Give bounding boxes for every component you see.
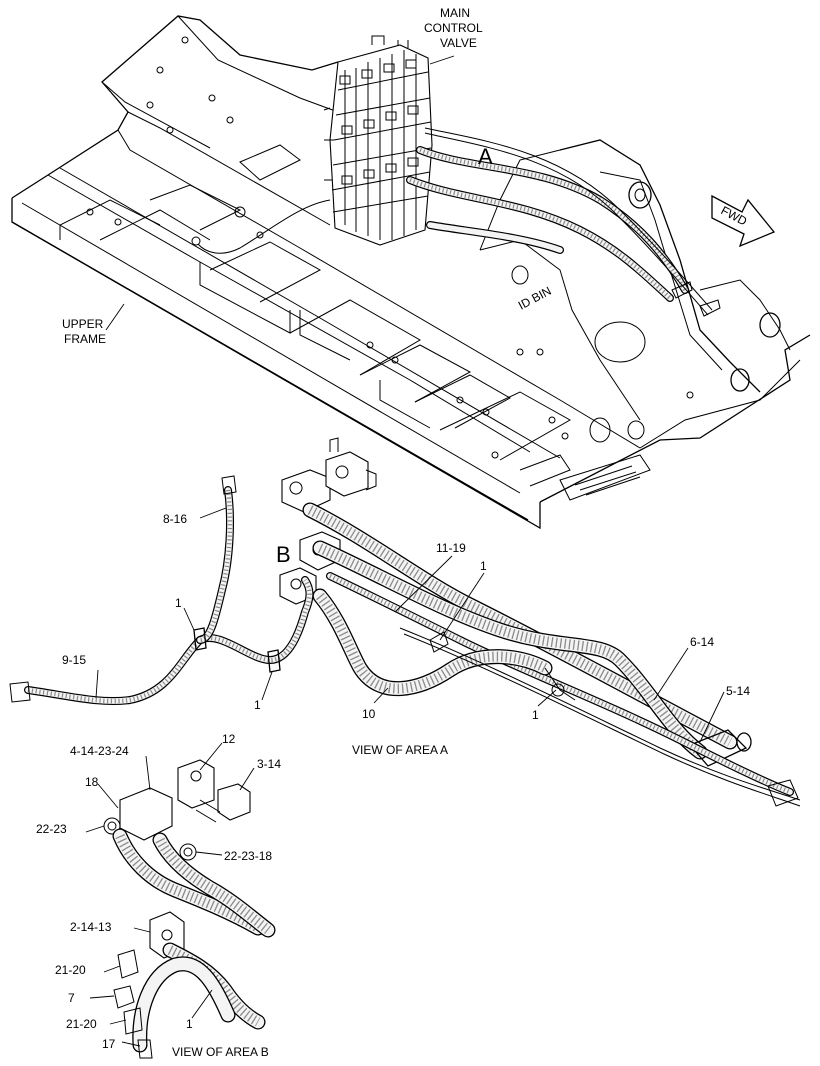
callout-17: 17	[102, 1037, 116, 1051]
area-a-marker: A	[478, 144, 493, 169]
callout-22-23: 22-23	[36, 822, 67, 836]
main-control-valve-label-line2: CONTROL	[424, 21, 483, 35]
leader-lines	[85, 55, 725, 1047]
callout-3-14: 3-14	[257, 757, 281, 771]
callout-21-20-b: 21-20	[66, 1017, 97, 1031]
upper-frame-drawing: ID BIN	[11, 15, 811, 530]
callout-4-14-23-24: 4-14-23-24	[70, 744, 129, 758]
callout-1-a: 1	[480, 559, 487, 573]
main-control-valve-label-line3: VALVE	[440, 36, 477, 50]
main-control-valve-label-line1: MAIN	[440, 6, 470, 20]
callout-22-23-18: 22-23-18	[224, 849, 272, 863]
callout-10: 10	[362, 707, 376, 721]
main-control-valve-drawing	[323, 35, 433, 246]
frame-stamp-text: ID BIN	[516, 284, 554, 313]
forward-arrow: FWD	[711, 194, 776, 248]
upper-hose-group	[191, 127, 721, 317]
callout-1-b: 1	[175, 596, 182, 610]
callout-9-15: 9-15	[62, 653, 86, 667]
callout-1-e: 1	[186, 1017, 193, 1031]
callout-1-c: 1	[254, 698, 261, 712]
labels: MAIN CONTROL VALVE A B UPPER FRAME VIEW …	[36, 6, 750, 1059]
callout-18: 18	[85, 775, 99, 789]
callout-2-14-13: 2-14-13	[70, 920, 112, 934]
view-area-a-drawing	[9, 437, 801, 807]
upper-frame-label-line2: FRAME	[64, 332, 106, 346]
callout-8-16: 8-16	[163, 512, 187, 526]
view-area-b-caption: VIEW OF AREA B	[172, 1045, 269, 1059]
view-area-a-caption: VIEW OF AREA A	[352, 743, 448, 757]
callout-7: 7	[68, 991, 75, 1005]
upper-frame-label-line1: UPPER	[62, 317, 104, 331]
area-b-marker: B	[276, 542, 291, 567]
callout-12: 12	[222, 732, 236, 746]
callout-5-14: 5-14	[726, 684, 750, 698]
callout-6-14: 6-14	[690, 635, 714, 649]
callout-11-19: 11-19	[436, 541, 466, 555]
callout-21-20-a: 21-20	[55, 963, 86, 977]
callout-1-d: 1	[532, 708, 539, 722]
view-area-b-drawing	[103, 759, 276, 1059]
